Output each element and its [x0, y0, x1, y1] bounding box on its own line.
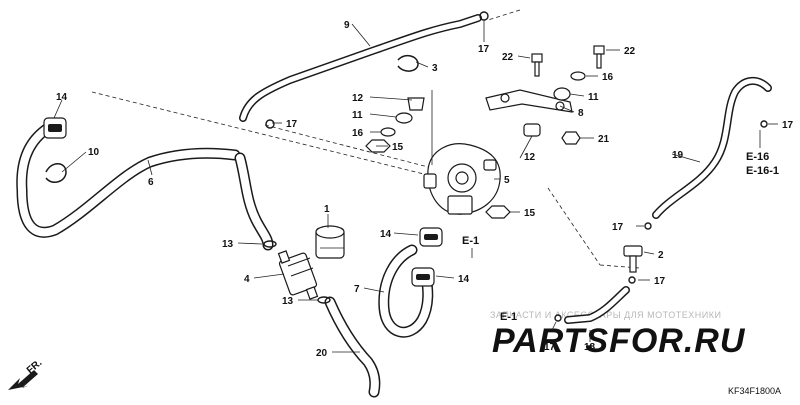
part-17-clip-bottom — [554, 314, 562, 322]
callout-17-right-low: 17 — [654, 276, 666, 287]
dashed-guide-hose6 — [91, 91, 441, 179]
part-14-holder-mid — [419, 227, 443, 247]
callout-4: 4 — [244, 274, 250, 285]
part-15-nut-right — [485, 205, 511, 219]
part-10-clip — [45, 163, 67, 183]
callout-16-left: 16 — [352, 128, 364, 139]
part-2-tee-joint — [623, 245, 643, 273]
part-1-holder — [315, 225, 345, 259]
callout-12-left: 12 — [352, 93, 364, 104]
callout-15-right: 15 — [524, 208, 536, 219]
callout-17-right-top: 17 — [782, 120, 794, 131]
diagram-code: KF34F1800A — [728, 386, 781, 396]
part-17-clip-right-mid — [644, 222, 652, 230]
callout-22-right: 22 — [624, 46, 636, 57]
part-11-collar-right — [553, 87, 571, 101]
part-17-clip-mid — [265, 119, 275, 129]
callout-6: 6 — [148, 177, 154, 188]
ref-e16-1: E-16-1 — [746, 165, 779, 177]
callout-8: 8 — [578, 108, 584, 119]
callout-22-left: 22 — [502, 52, 514, 63]
callout-18: 18 — [584, 342, 596, 353]
callout-3: 3 — [432, 63, 438, 74]
callout-21: 21 — [598, 134, 610, 145]
callout-1: 1 — [324, 204, 330, 215]
hose-19 — [652, 77, 772, 219]
part-12-grommet-left — [407, 97, 425, 111]
callout-13-lower: 13 — [282, 296, 294, 307]
part-8-bracket — [485, 89, 573, 113]
direction-label: FR. — [25, 357, 45, 376]
callout-16-right: 16 — [602, 72, 614, 83]
callout-17-top: 17 — [478, 44, 490, 55]
dashed-guide-top — [487, 9, 521, 21]
part-16-washer-left — [380, 127, 396, 137]
dashed-guide-hose9 — [264, 124, 433, 169]
callout-9: 9 — [344, 20, 350, 31]
watermark-top-text: ЗАПЧАСТИ И АКСЕССУАРЫ ДЛЯ МОТОТЕХНИКИ — [490, 310, 721, 320]
callout-7: 7 — [354, 284, 360, 295]
callout-17-right-mid: 17 — [612, 222, 624, 233]
part-3-clip — [397, 54, 419, 72]
callout-11-left: 11 — [352, 110, 363, 121]
callout-19: 19 — [672, 150, 684, 161]
part-21-bolt — [561, 131, 581, 145]
part-14-holder-left — [43, 117, 67, 139]
callout-13-upper: 13 — [222, 239, 234, 250]
part-17-clip-right-top — [760, 120, 768, 128]
callout-17-mid: 17 — [286, 119, 298, 130]
hose-6 — [16, 122, 241, 238]
part-12-grommet-right — [523, 123, 541, 137]
front-direction-arrow-icon — [8, 370, 38, 390]
ref-e1-mid: E-1 — [462, 235, 479, 247]
callout-17-bottom: 17 — [544, 342, 556, 353]
callout-20: 20 — [316, 348, 328, 359]
callout-11-right: 11 — [588, 92, 599, 103]
part-4-fuel-filter — [277, 250, 319, 300]
dashed-guide-pump-to-tee — [547, 187, 601, 266]
part-5-fuel-pump — [423, 143, 501, 215]
part-17-clip-right-low — [628, 276, 636, 284]
hose-20 — [324, 296, 381, 398]
callout-10: 10 — [88, 147, 100, 158]
callout-2: 2 — [658, 250, 664, 261]
ref-e16: E-16 — [746, 151, 769, 163]
part-22-bolt-right — [593, 45, 605, 69]
leader-lines — [53, 20, 778, 353]
callout-14-low: 14 — [458, 274, 470, 285]
watermark-logo: PARTSFOR.RU — [492, 322, 746, 360]
callout-15-left: 15 — [392, 142, 404, 153]
part-16-washer-right — [570, 71, 586, 81]
callout-14-mid: 14 — [380, 229, 392, 240]
hose-9 — [239, 14, 482, 122]
callout-5: 5 — [504, 175, 510, 186]
callout-12-right: 12 — [524, 152, 536, 163]
part-14-holder-low — [411, 267, 435, 287]
part-13-oring-upper — [263, 240, 277, 248]
hose-7 — [378, 244, 434, 338]
hose-13-upper — [234, 152, 274, 251]
callout-14-left: 14 — [56, 92, 68, 103]
part-11-collar-left — [395, 112, 413, 124]
part-22-bolt-left — [531, 53, 543, 77]
hose-18 — [564, 286, 630, 324]
ref-e1-bottom: E-1 — [500, 311, 517, 323]
